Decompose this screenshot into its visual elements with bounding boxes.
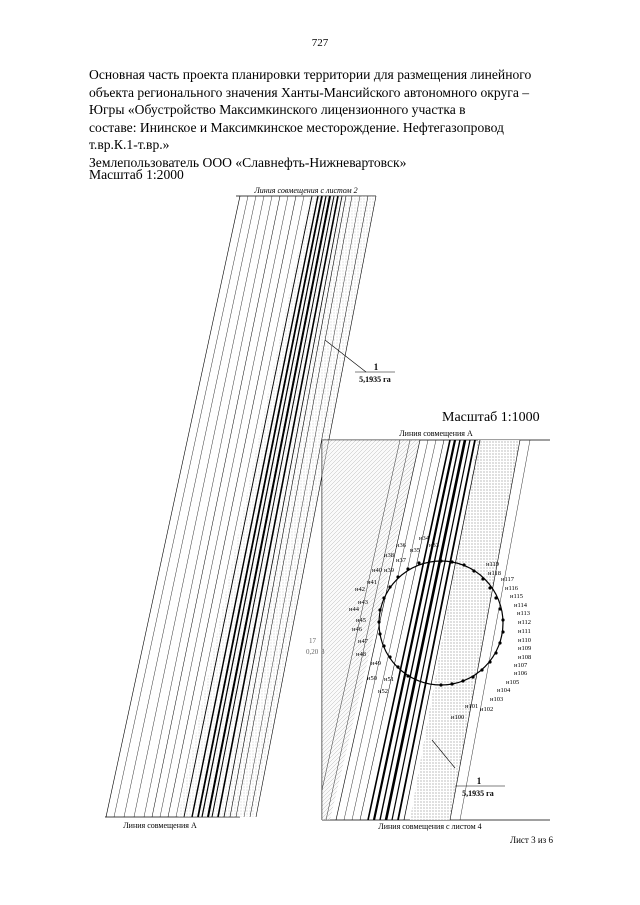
main-bottom-label: Линия совмещения А [123, 821, 197, 830]
title-line: Югры «Обустройство Максимкинского лиценз… [89, 102, 466, 117]
point-label: н111 [518, 628, 531, 635]
point-label: н104 [497, 687, 511, 694]
point-label: н48 [356, 651, 366, 658]
point-label: н36 [396, 542, 407, 549]
point-label: н100 [451, 714, 464, 721]
side-label: 3 [321, 648, 325, 656]
point-label: н119 [486, 561, 499, 568]
point-label: н38 [384, 552, 394, 559]
point-label: н107 [514, 662, 528, 669]
point-label: н101 [465, 703, 478, 710]
side-label: 0,20 [306, 648, 319, 656]
point-label: н106 [514, 670, 528, 677]
point-label: н51 [384, 676, 394, 683]
point-label: н109 [518, 645, 531, 652]
corridor-fill [178, 196, 376, 817]
point-label: н117 [501, 576, 515, 583]
point-label: н52 [378, 688, 388, 695]
point-label: н116 [505, 585, 519, 592]
point-label: н42 [355, 586, 365, 593]
title-line: составе: Ининское и Максимкинское местор… [89, 119, 504, 135]
point-label: н46 [352, 626, 363, 633]
document-title: Основная часть проекта планировки террит… [89, 66, 569, 171]
point-label: н110 [518, 637, 531, 644]
boundary-points [377, 559, 505, 687]
point-label: н105 [506, 679, 519, 686]
inset-map: н34 н33 н36 н35 н38 н37 н40 н39 н41 н42 … [306, 429, 550, 831]
point-label: н118 [488, 570, 501, 577]
point-label: н47 [358, 638, 369, 645]
title-line: т.вр.К.1-т.вр.» [89, 137, 170, 152]
point-label: н113 [517, 610, 530, 617]
point-label: н39 [384, 567, 394, 574]
point-label: н114 [514, 602, 528, 609]
main-map: Линия совмещения с листом 2 Линия совмещ… [105, 186, 395, 830]
point-label: н102 [480, 706, 493, 713]
land-user-line: Землепользователь ООО «Славнефть-Нижнева… [89, 154, 407, 170]
point-label: н43 [358, 599, 368, 606]
sheet-label: Лист 3 из 6 [510, 835, 553, 845]
point-label: н40 [372, 567, 382, 574]
point-label: н35 [410, 547, 420, 554]
point-label: н108 [518, 654, 531, 661]
scale-main-label: Масштаб 1:2000 [89, 167, 184, 182]
inset-parcel-number: 1 [477, 776, 482, 786]
point-label: н49 [371, 660, 381, 667]
main-parcel-area: 5,1935 га [359, 375, 391, 384]
point-label: н44 [349, 606, 360, 613]
main-parcel-number: 1 [374, 362, 379, 372]
point-label: н45 [356, 617, 366, 624]
point-label: н50 [367, 675, 377, 682]
inset-top-label: Линия совмещения А [399, 429, 473, 438]
page-number: 727 [311, 37, 329, 49]
point-label: н34 [419, 535, 430, 542]
inset-bottom-label: Линия совмещения с листом 4 [378, 822, 481, 831]
title-line: Основная часть проекта планировки террит… [89, 67, 532, 82]
scale-inset-label: Масштаб 1:1000 [442, 410, 540, 425]
point-label: н112 [518, 619, 531, 626]
main-top-label: Линия совмещения с листом 2 [253, 186, 357, 195]
corridor-lines [105, 195, 377, 818]
inset-parcel-area: 5,1935 га [462, 789, 494, 798]
point-label: н41 [367, 579, 377, 586]
side-label: 17 [309, 637, 317, 645]
point-label: н33 [429, 542, 439, 549]
title-line: объекта регионального значения Ханты-Ман… [89, 84, 530, 100]
point-label: н103 [490, 696, 503, 703]
point-label: н115 [510, 593, 523, 600]
point-label: н37 [396, 557, 407, 564]
